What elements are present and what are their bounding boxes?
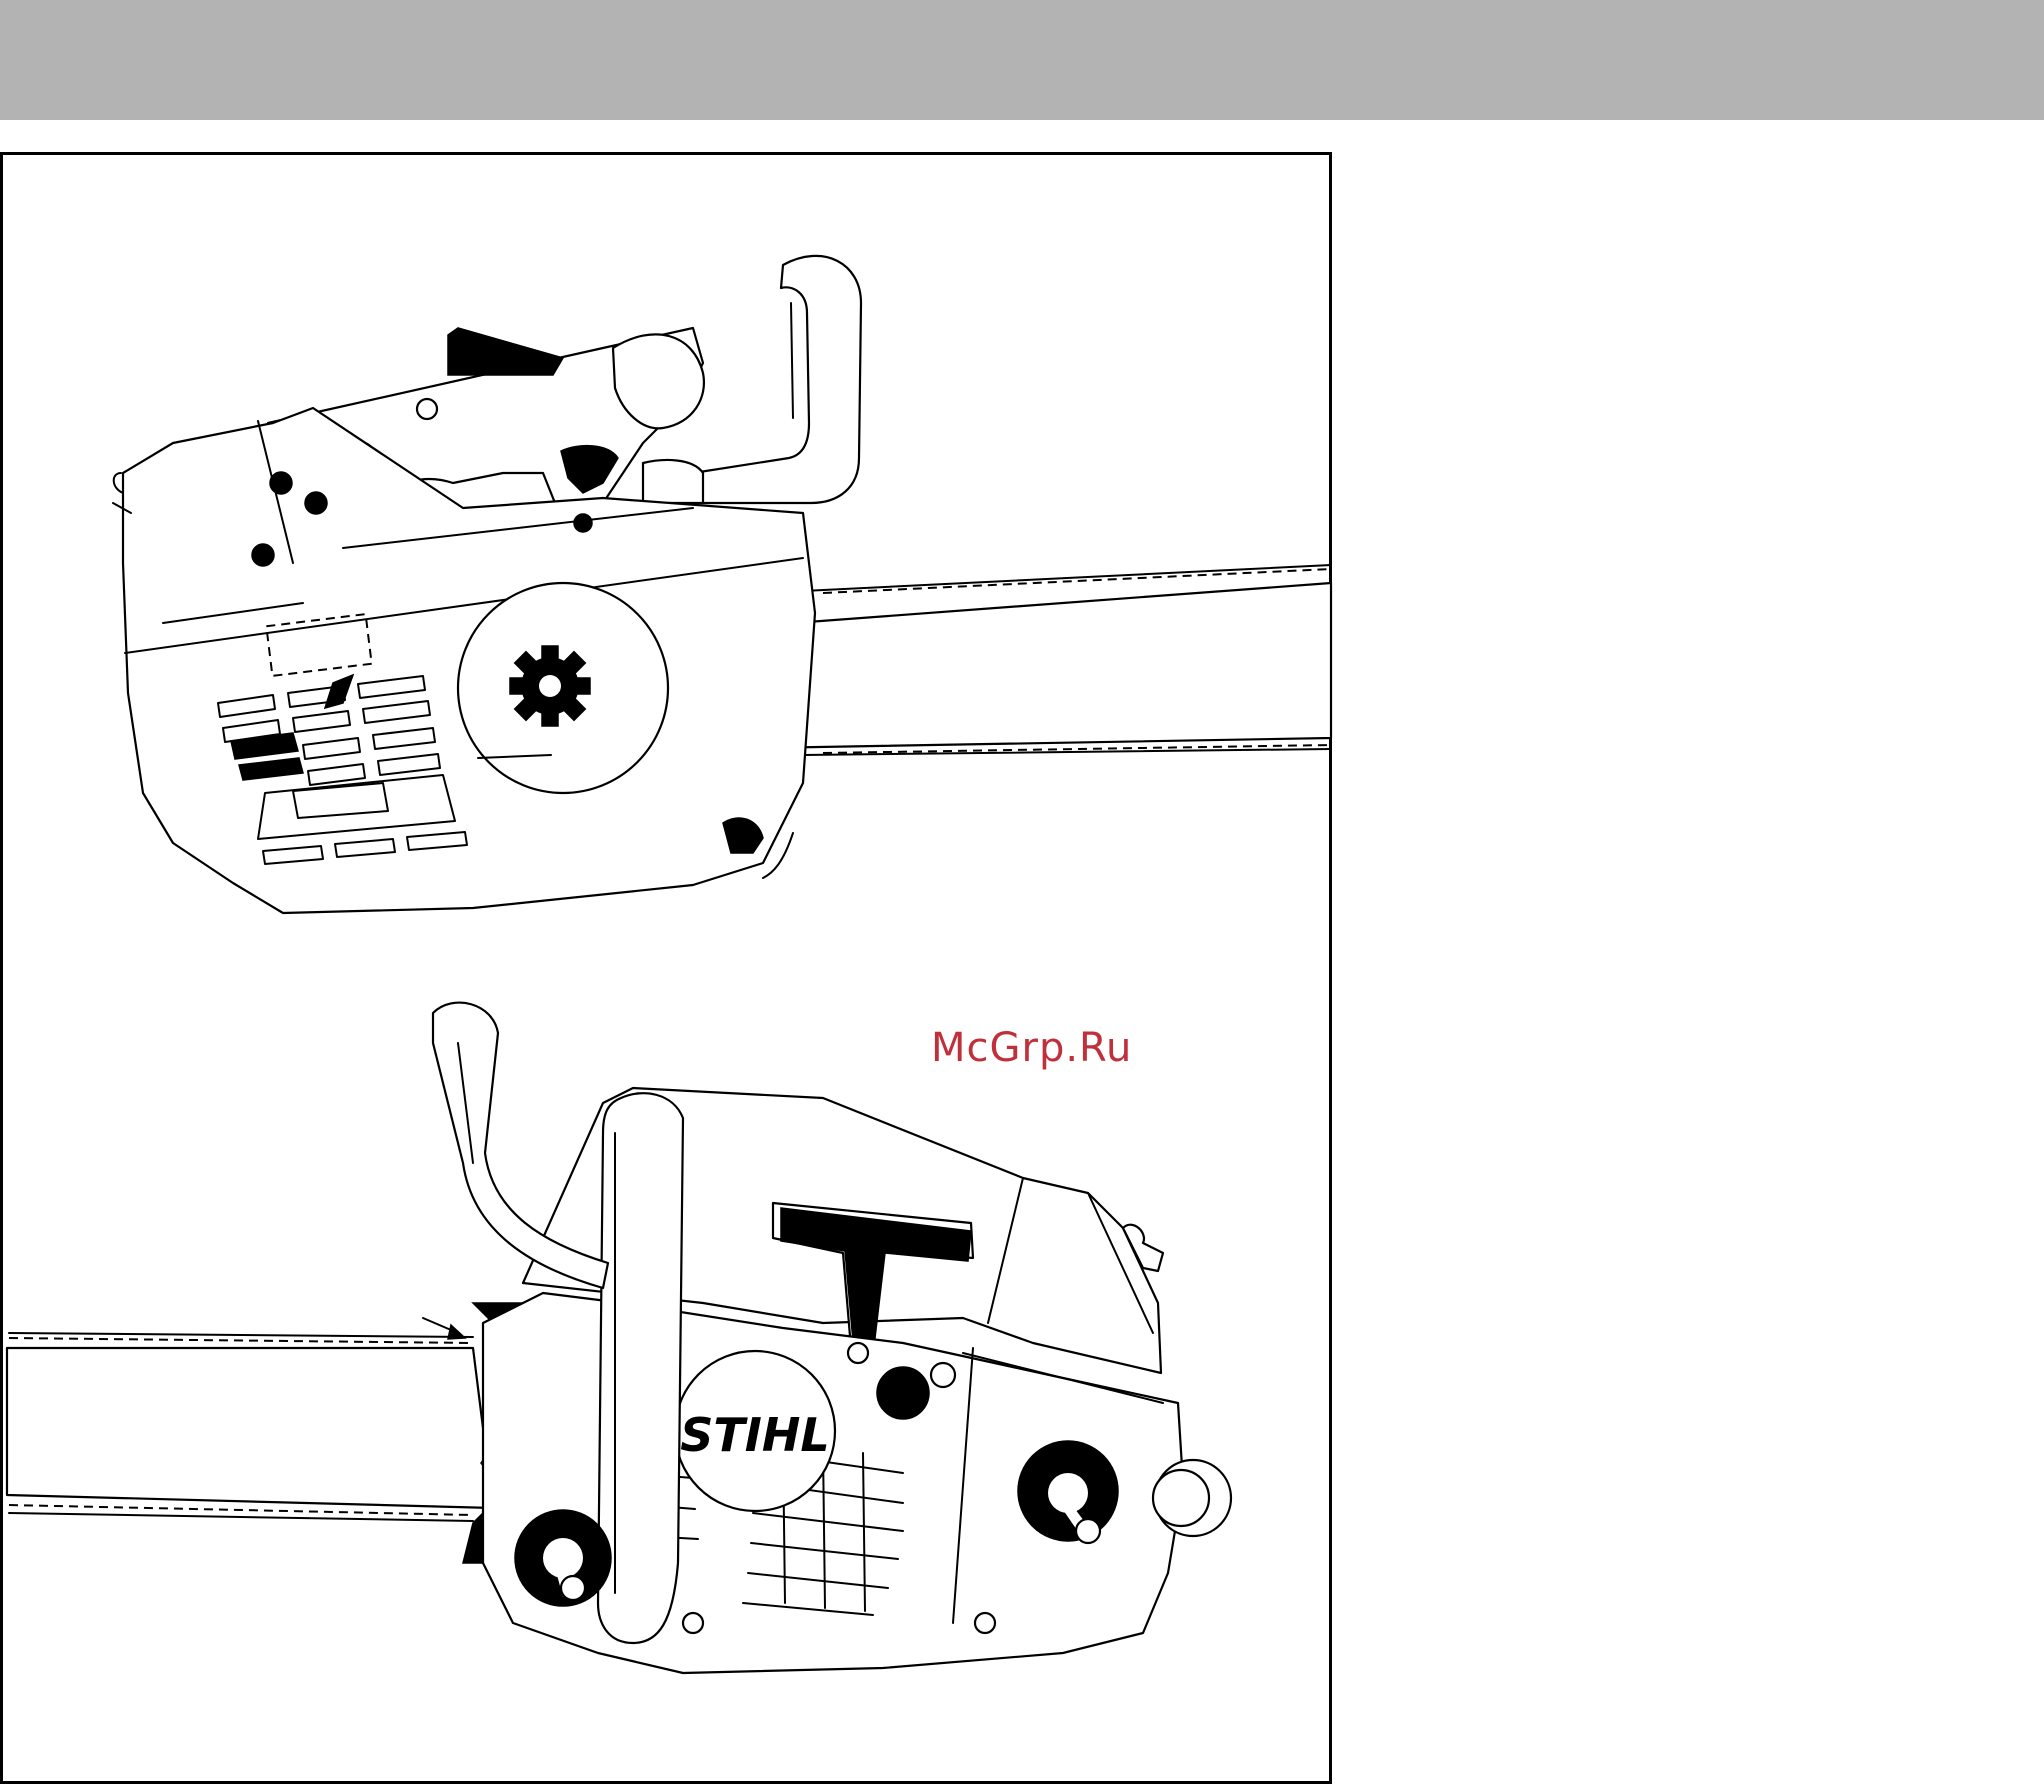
- chainsaw-starter-side-illustration: STIHL: [7, 1003, 1231, 1673]
- chainsaw-side-view-illustration: [113, 256, 1331, 913]
- bottom-guide-bar: [7, 1303, 523, 1563]
- header-band: [0, 0, 2044, 120]
- stihl-badge-text: STIHL: [680, 1408, 829, 1462]
- stihl-badge: STIHL: [675, 1351, 835, 1511]
- left-tank-cap-icon: [515, 1510, 611, 1606]
- sprocket-icon: [510, 646, 590, 726]
- watermark-text: McGrp.Ru: [931, 1025, 1132, 1071]
- figure-frame: STIHL: [0, 152, 1332, 1784]
- top-hand-guard: [693, 256, 861, 503]
- right-tank-cap-icon: [1018, 1441, 1118, 1543]
